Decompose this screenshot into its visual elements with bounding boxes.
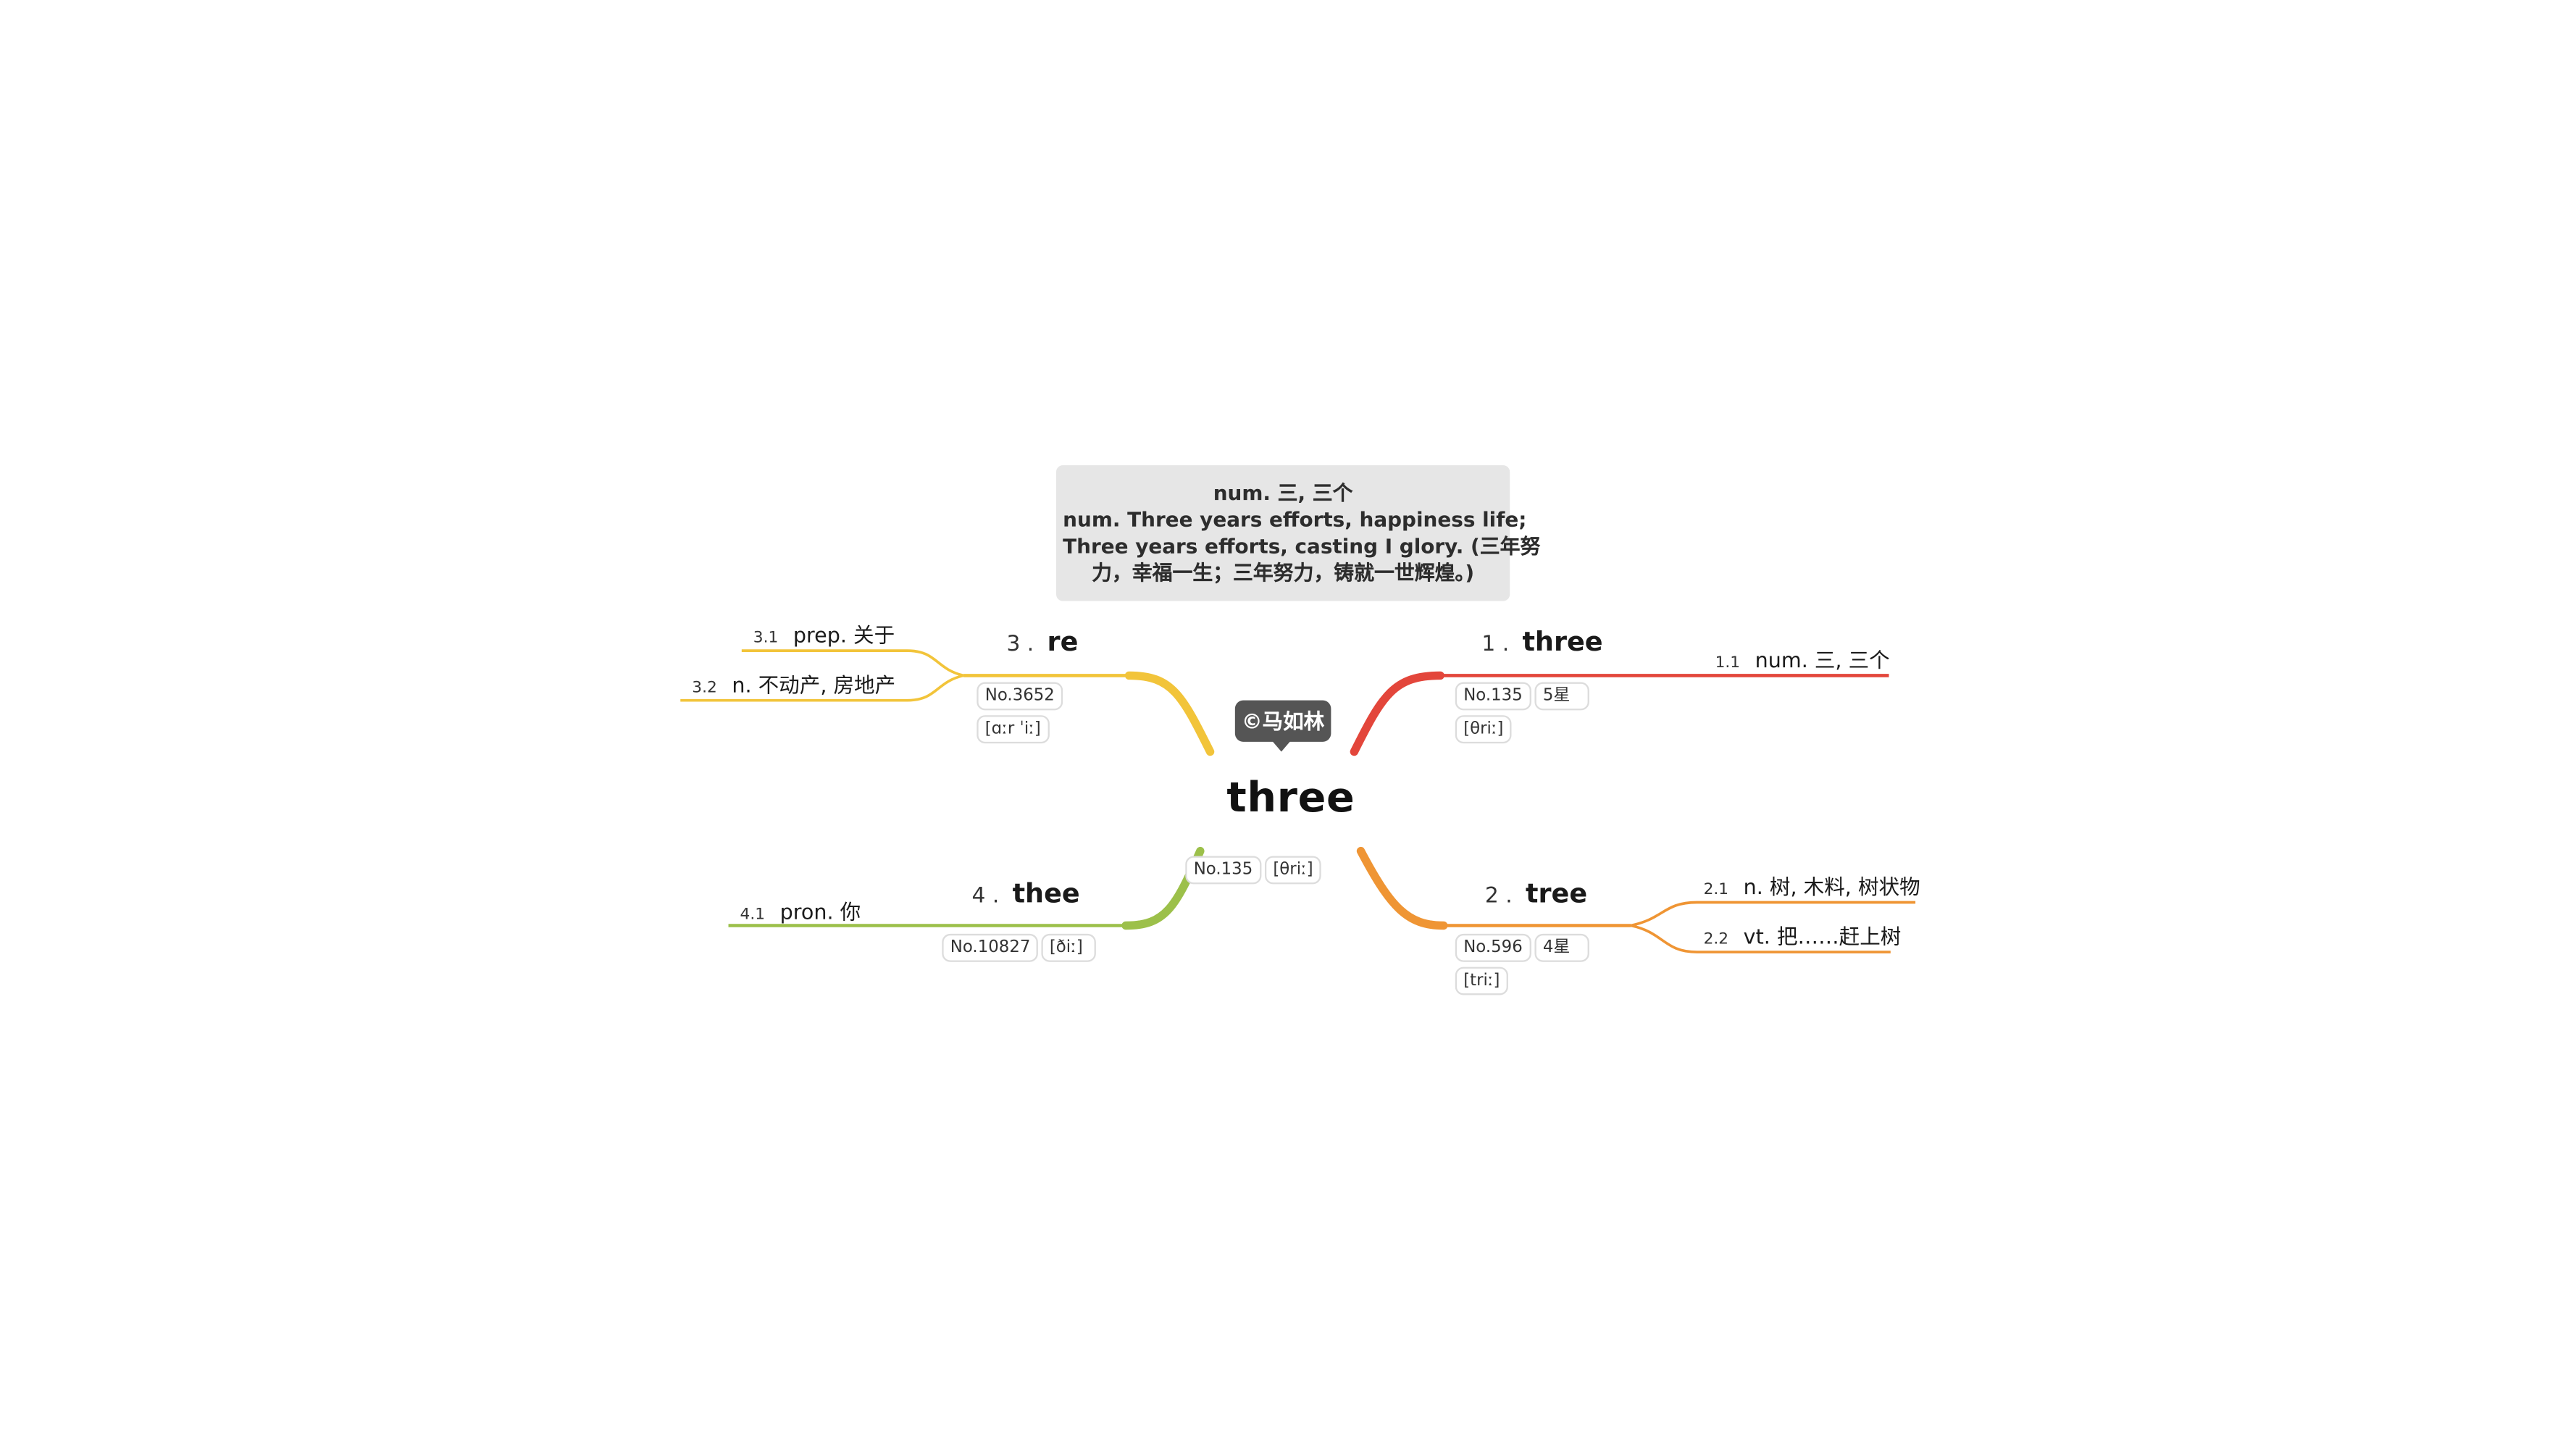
sense-2-1-text: n. 树, 木料, 树状物 [1743,874,1920,899]
sense-2-2[interactable]: 2.2 vt. 把……赶上树 [1704,919,1902,950]
branch-3-connector [1124,671,1215,756]
branch-2-topic[interactable]: 2 . tree [1485,877,1587,909]
sense-1-1[interactable]: 1.1 num. 三, 三个 [1715,643,1890,674]
branch-4-number: 4 . [971,884,1000,909]
central-rank-label: No.135 [1185,856,1261,885]
branch-3-topic[interactable]: 3 . re [1006,626,1078,657]
sense-3-1-text: prep. 关于 [793,622,895,648]
sense-3-1-number: 3.1 [753,629,779,648]
sense-2-1-number: 2.1 [1703,880,1729,899]
sense-4-1-text: pron. 你 [779,898,861,924]
sense-3-2-text: n. 不动产, 房地产 [732,672,896,698]
branch-2-word: tree [1526,877,1588,909]
note-line: 力，幸福一生；三年努力，铸就一世辉煌。) [1092,561,1475,585]
sense-3-2[interactable]: 3.2 n. 不动产, 房地产 [692,667,895,698]
branch-4-word: thee [1012,877,1080,909]
definition-note: num. 三, 三个 num. Three years efforts, hap… [1056,465,1541,601]
note-line: Three years efforts, casting I glory. (三… [1063,535,1541,559]
branch-2-phonetic-label: [triː] [1455,966,1508,995]
branch-2-connector [1356,846,1448,930]
branch-3-rank-label: No.3652 [977,682,1063,711]
central-phonetic-label: [θriː] [1264,856,1322,885]
sense-1-1-text: num. 三, 三个 [1755,647,1890,672]
branch-3-number: 3 . [1006,632,1034,658]
sense-2-1[interactable]: 2.1 n. 树, 木料, 树状物 [1704,869,1920,901]
sense-3-2-number: 3.2 [692,678,717,698]
sense-4-1[interactable]: 4.1 pron. 你 [740,894,861,925]
branch-1-connector [1350,671,1444,756]
sense-2-2-text: vt. 把……赶上树 [1743,924,1902,949]
sense-4-1-number: 4.1 [740,906,766,924]
branch-4-phonetic-label: [ðiː] [1041,933,1096,962]
branch-4-rank-label: No.10827 [942,933,1039,962]
sense-2-1-connector [1630,901,1916,927]
branch-1-number: 1 . [1481,632,1510,658]
branch-2-rank-label: No.596 [1455,933,1531,962]
note-line: num. 三, 三个 [1213,482,1353,506]
author-callout: ©马如林 [1234,700,1331,742]
branch-1-word: three [1522,625,1603,658]
branch-2-stars-label: 4星 [1534,933,1589,962]
central-topic[interactable]: three [1226,773,1355,822]
branch-3-phonetic-label: [ɑːr ˈiː] [977,715,1050,744]
branch-1-rank-label: No.135 [1455,682,1531,711]
branch-1-topic[interactable]: 1 . three [1481,626,1602,657]
branch-1-phonetic-label: [θriː] [1455,715,1512,744]
branch-2-number: 2 . [1484,884,1513,909]
sense-2-2-connector [1630,924,1891,953]
sense-3-1[interactable]: 3.1 prep. 关于 [753,617,895,648]
sense-3-1-connector [741,649,964,677]
sense-2-2-number: 2.2 [1703,930,1729,949]
sense-3-2-connector [680,674,964,702]
branch-1-stars-label: 5星 [1534,682,1589,711]
branch-3-word: re [1047,625,1079,658]
callout-pointer [1271,740,1292,752]
branch-4-topic[interactable]: 4 . thee [971,877,1079,909]
note-line: num. Three years efforts, happiness life… [1063,508,1527,532]
sense-1-1-number: 1.1 [1715,653,1741,672]
